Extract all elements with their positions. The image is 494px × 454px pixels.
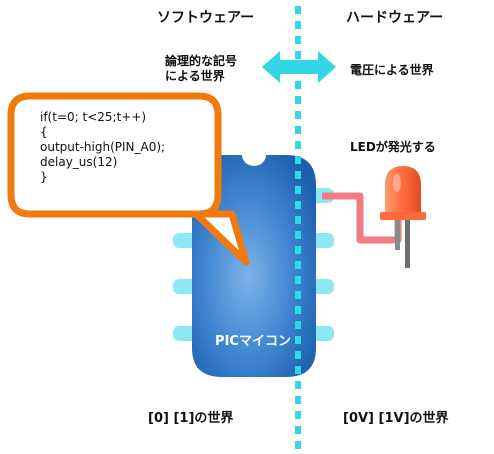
- led-icon: [380, 166, 426, 268]
- software-title: ソフトウェアー: [157, 10, 255, 26]
- digital-world-label: [0] [1]の世界: [148, 411, 234, 426]
- hardware-title: ハードウェアー: [346, 10, 444, 26]
- chip-left-pins: [173, 233, 197, 341]
- logical-symbols-line2: による世界: [165, 69, 225, 83]
- code-line: output-high(PIN_A0);: [40, 140, 166, 154]
- logical-symbols-line1: 論理的な記号: [165, 54, 238, 68]
- voltage-levels-label: [0V] [1V]の世界: [343, 411, 449, 426]
- voltage-world-label: 電圧による世界: [350, 63, 434, 77]
- chip-name-label: PICマイコン: [215, 334, 291, 349]
- double-headed-arrow-icon: [262, 51, 336, 83]
- code-line: }: [40, 170, 48, 184]
- led-lights-label: LEDが発光する: [350, 140, 436, 154]
- code-line: {: [40, 125, 48, 139]
- code-line: if(t=0; t<25;t++): [40, 110, 147, 124]
- code-line: delay_us(12): [40, 155, 118, 169]
- speech-bubble: [7, 92, 250, 266]
- code-snippet: if(t=0; t<25;t++) { output-high(PIN_A0);…: [40, 110, 165, 185]
- logical-symbols-label: 論理的な記号 による世界: [165, 54, 237, 84]
